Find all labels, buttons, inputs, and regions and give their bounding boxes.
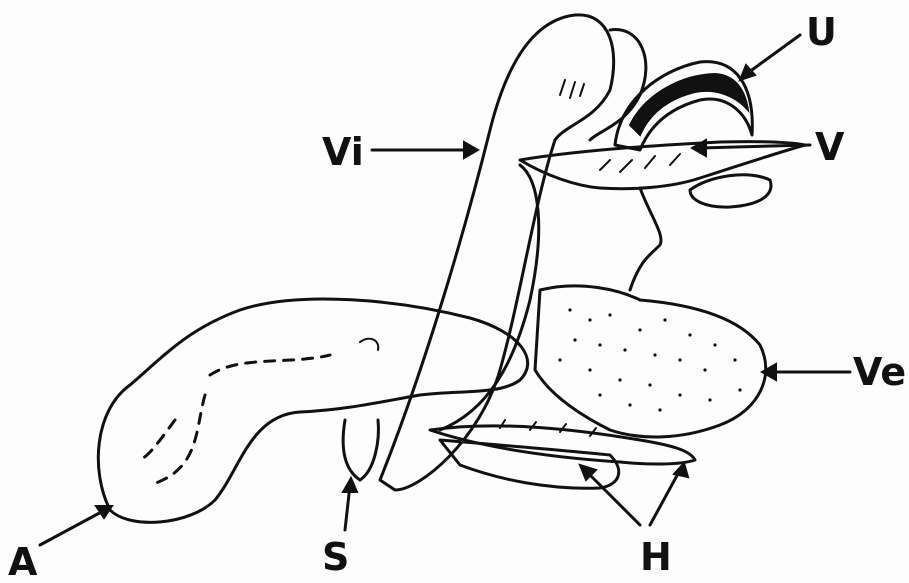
vessel-vi-marks	[560, 80, 584, 98]
label-a: A	[8, 540, 38, 583]
appendage-v-stalk	[630, 188, 661, 290]
label-s: S	[322, 535, 349, 579]
appendage-v	[520, 142, 805, 189]
label-v: V	[815, 125, 845, 169]
label-vi: Vi	[322, 130, 364, 174]
appendage-v-knob	[690, 175, 771, 207]
sac-a-fold	[360, 339, 378, 350]
label-u: U	[806, 10, 837, 54]
lobe-s	[343, 420, 378, 480]
vessel-vi-second-tube	[440, 165, 539, 430]
vessel-vi-outer	[380, 15, 614, 490]
sac-ve-stipple	[558, 308, 741, 411]
appendage-v-spines	[600, 154, 680, 172]
label-h: H	[640, 535, 672, 579]
organ-u	[615, 62, 752, 150]
label-ve: Ve	[853, 350, 906, 394]
rod-h-lower	[440, 440, 619, 488]
sac-a	[98, 299, 527, 522]
